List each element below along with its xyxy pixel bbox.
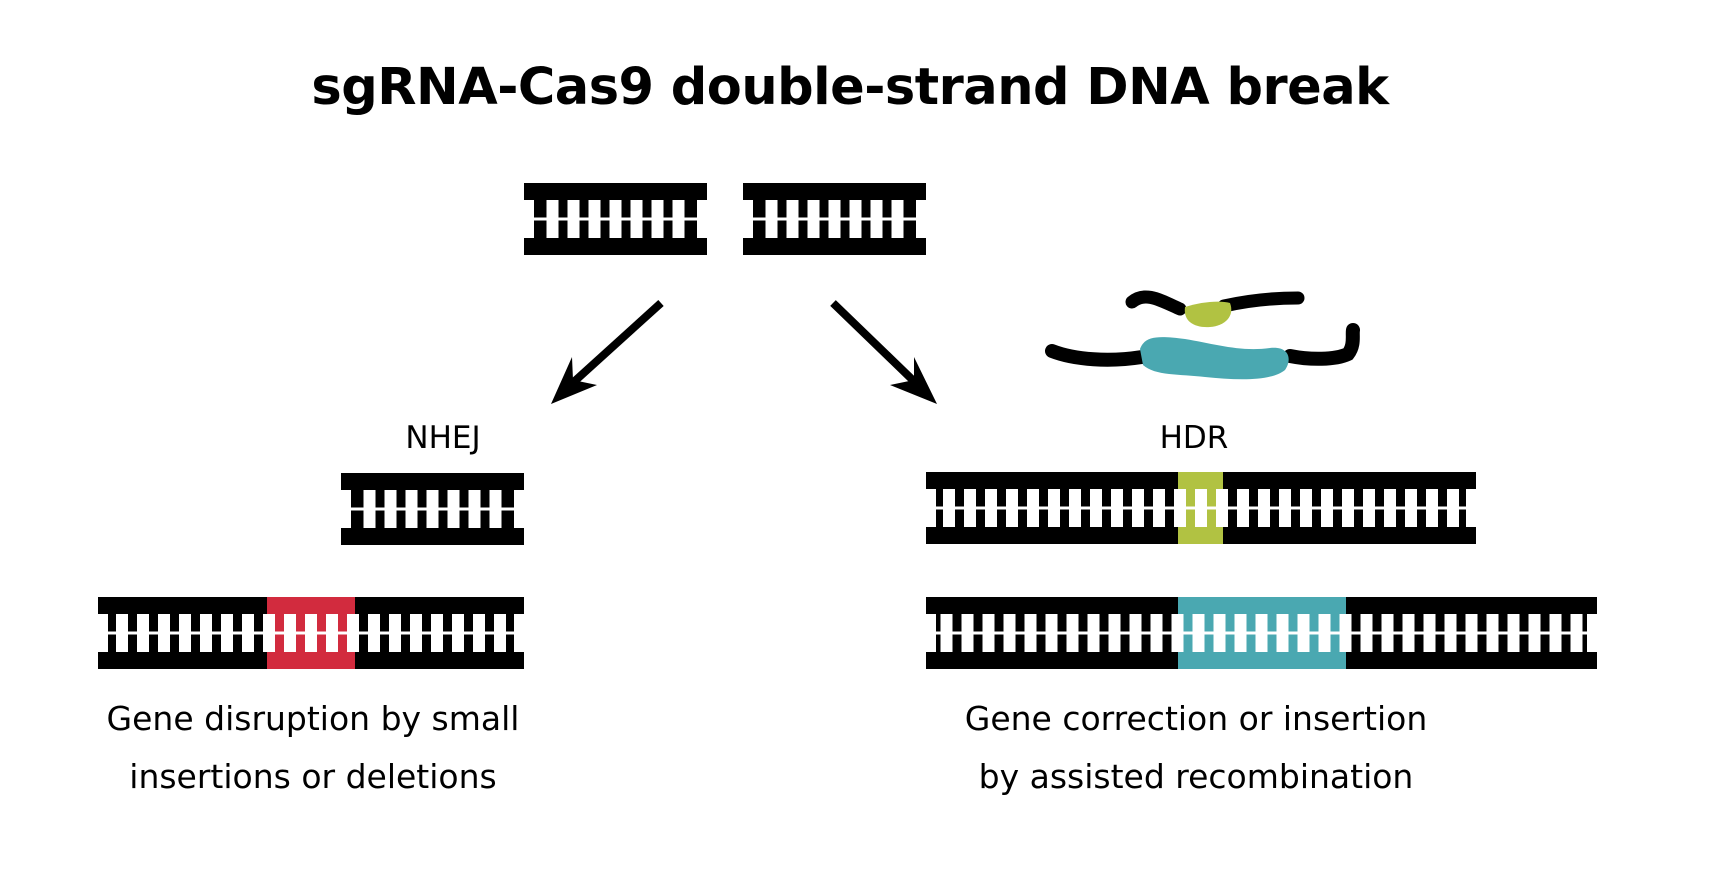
dna-fragment-right: [743, 183, 926, 255]
repair-template: [1045, 290, 1360, 380]
dna-fragment-left: [524, 183, 707, 255]
hdr-label: HDR: [1159, 420, 1229, 456]
nhej-caption: Gene disruption by small insertions or d…: [63, 690, 563, 806]
template-upper-strand: [1125, 290, 1305, 316]
template-segment: [1140, 337, 1289, 380]
hdr-caption-line1: Gene correction or insertion: [964, 699, 1428, 738]
hdr-caption-line2: by assisted recombination: [978, 757, 1414, 796]
hdr-dna-fragment: [926, 472, 1476, 544]
diagram-title: sgRNA-Cas9 double-strand DNA break: [311, 58, 1389, 117]
arrow-to-nhej: [551, 300, 664, 404]
arrow-to-hdr: [830, 300, 937, 404]
nhej-repaired-dna: [98, 597, 524, 669]
hdr-repaired-dna: [926, 597, 1597, 669]
hdr-caption: Gene correction or insertion by assisted…: [946, 690, 1446, 806]
edit-segment: [1184, 301, 1232, 328]
template-lower-strand: [1045, 323, 1360, 367]
nhej-label: NHEJ: [405, 420, 481, 456]
nhej-caption-line1: Gene disruption by small: [106, 699, 520, 738]
nhej-caption-line2: insertions or deletions: [129, 757, 497, 796]
nhej-dna-fragment: [341, 473, 524, 545]
